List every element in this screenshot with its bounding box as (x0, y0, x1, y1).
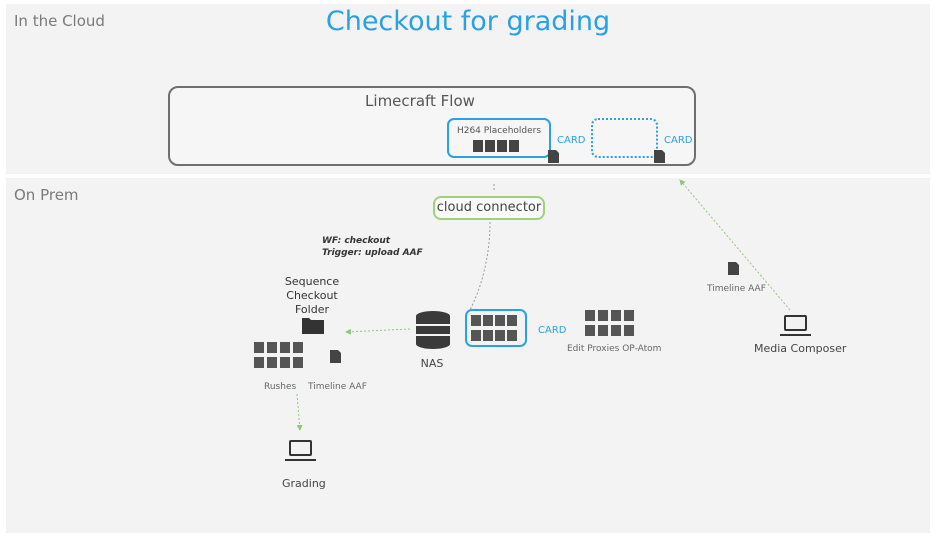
grading-label: Grading (282, 477, 326, 490)
connector-nas-link (469, 221, 491, 311)
laptop-icon (285, 315, 811, 461)
on-prem-zone: On Prem (6, 178, 930, 533)
rushes-timeline-label: Timeline AAF (308, 382, 367, 392)
on-prem-zone-label: On Prem (14, 186, 79, 204)
limecraft-flow-title: Limecraft Flow (365, 92, 475, 110)
media-composer-timeline-label: Timeline AAF (707, 284, 766, 294)
empty-card (591, 118, 658, 158)
video-file-icon (473, 140, 519, 152)
rushes-label: Rushes (264, 382, 297, 392)
placeholders-label: H264 Placeholders (456, 126, 542, 136)
media-composer-label: Media Composer (754, 342, 847, 355)
document-icon (330, 150, 739, 363)
cloud-connector: cloud connector (433, 196, 545, 220)
page-title: Checkout for grading (325, 6, 611, 37)
rushes-to-grading-arrow (296, 393, 303, 431)
placeholder-card (447, 118, 551, 158)
folder-icon (302, 318, 324, 334)
composer-to-flow-arrow (679, 179, 791, 311)
database-icon (416, 311, 450, 349)
card-label-2: CARD (664, 135, 693, 146)
workflow-line-2: Trigger: upload AAF (322, 248, 423, 258)
media-file-icon (471, 315, 517, 341)
nas-label: NAS (420, 357, 444, 370)
nas-card-label: CARD (538, 325, 567, 336)
limecraft-flow-box (168, 86, 696, 166)
sequence-folder-label: Sequence Checkout Folder (284, 275, 340, 316)
workflow-line-1: WF: checkout (322, 236, 391, 246)
card-label-1: CARD (557, 135, 586, 146)
cloud-zone-label: In the Cloud (14, 12, 105, 30)
nas-to-folder-arrow (345, 328, 411, 335)
rushes-file-icon (254, 342, 303, 368)
proxies-label: Edit Proxies OP-Atom (567, 344, 662, 354)
proxy-file-icon (585, 310, 634, 336)
nas-card (465, 309, 527, 347)
